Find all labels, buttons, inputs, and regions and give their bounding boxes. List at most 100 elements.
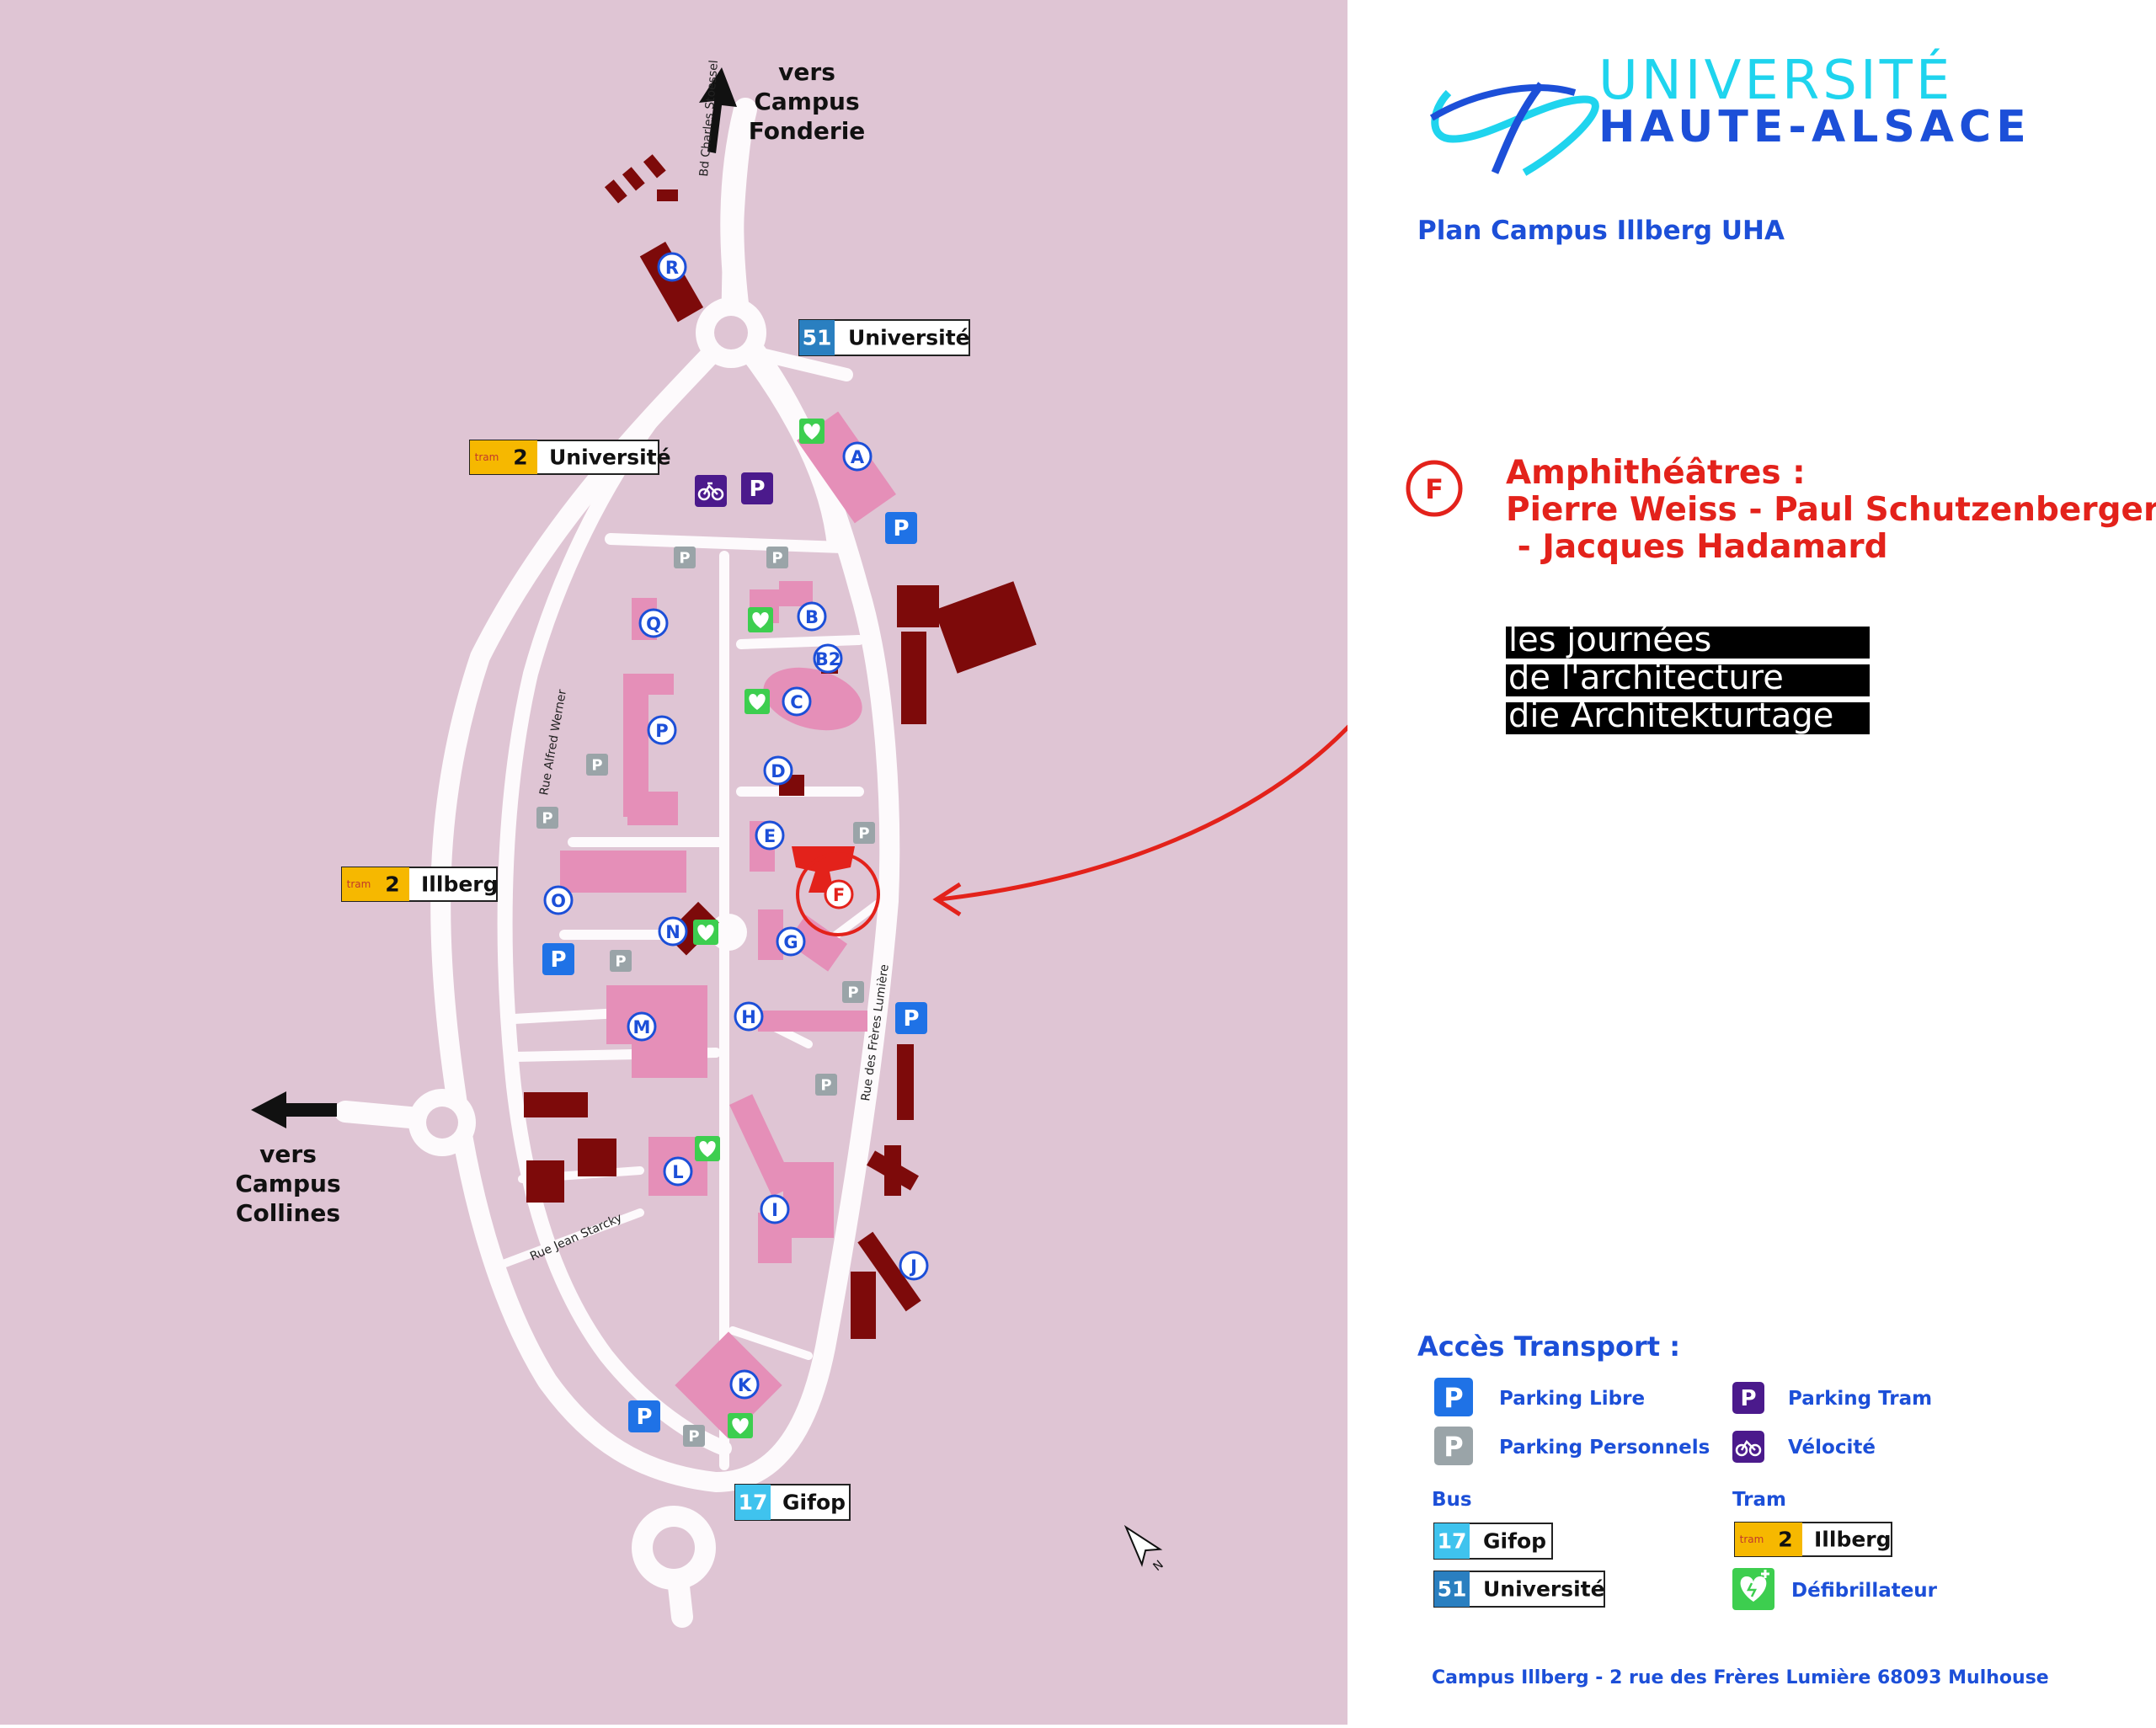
svg-text:Illberg: Illberg — [1814, 1528, 1892, 1552]
building-label-q[interactable]: Q — [638, 608, 669, 638]
building-label-j[interactable]: J — [899, 1251, 929, 1281]
stop-tram-2-universite[interactable]: tram 2 Université — [469, 440, 671, 475]
svg-text:P: P — [903, 1006, 919, 1032]
building-label-g[interactable]: G — [776, 926, 806, 957]
svg-text:2: 2 — [513, 445, 527, 470]
svg-text:P: P — [858, 825, 869, 843]
svg-text:Fonderie: Fonderie — [749, 117, 866, 145]
svg-text:B2: B2 — [815, 649, 841, 669]
building-label-h[interactable]: H — [734, 1001, 764, 1032]
parking-tram-marker[interactable]: P — [741, 472, 773, 504]
defibrillator-marker[interactable] — [693, 920, 718, 945]
svg-text:P: P — [771, 550, 782, 568]
defibrillator-marker[interactable] — [744, 689, 770, 714]
parking-libre-marker[interactable]: P — [542, 943, 574, 975]
stop-tram-2-illberg[interactable]: tram 2 Illberg — [341, 867, 499, 902]
svg-text:51: 51 — [1438, 1577, 1467, 1602]
building-label-p[interactable]: P — [647, 715, 677, 745]
svg-text:P: P — [679, 550, 690, 568]
svg-text:Amphithéâtres :: Amphithéâtres : — [1506, 454, 1806, 492]
parking-libre-marker[interactable]: P — [895, 1002, 927, 1034]
svg-text:P: P — [1444, 1431, 1463, 1463]
svg-text:Bus: Bus — [1432, 1489, 1472, 1511]
building-label-f[interactable]: F — [824, 879, 854, 909]
parking-personnels-marker[interactable]: P — [610, 950, 632, 972]
svg-text:P: P — [591, 757, 602, 775]
parking-personnels-marker[interactable]: P — [853, 822, 875, 844]
parking-personnels-marker[interactable]: P — [586, 754, 608, 776]
building-label-l[interactable]: L — [663, 1156, 693, 1187]
svg-text:51: 51 — [803, 326, 832, 350]
parking-personnels-marker[interactable]: P — [536, 807, 558, 829]
svg-text:R: R — [665, 258, 679, 278]
building-label-i[interactable]: I — [760, 1194, 790, 1224]
building-label-n[interactable]: N — [658, 916, 688, 947]
svg-text:P: P — [550, 947, 566, 973]
defibrillator-marker[interactable] — [748, 607, 773, 632]
building-label-k[interactable]: K — [729, 1369, 760, 1400]
building-label-d[interactable]: D — [763, 755, 793, 786]
stop-bus-17-gifop[interactable]: 17 Gifop — [734, 1484, 851, 1521]
svg-text:K: K — [738, 1375, 752, 1395]
transport-legend: Accès Transport : P Parking Libre P Park… — [1417, 1331, 1938, 1610]
parking-personnels-marker[interactable]: P — [674, 547, 696, 568]
svg-text:Vélocité: Vélocité — [1788, 1437, 1876, 1459]
defibrillator-marker[interactable] — [799, 419, 825, 444]
parking-libre-marker[interactable]: P — [885, 512, 917, 544]
svg-text:HAUTE-ALSACE: HAUTE-ALSACE — [1598, 102, 2031, 152]
building-label-c[interactable]: C — [782, 686, 812, 717]
svg-text:Pierre Weiss - Paul Schutzenbe: Pierre Weiss - Paul Schutzenberger — [1506, 491, 2156, 529]
svg-text:les journées: les journées — [1508, 621, 1711, 659]
building-label-b2[interactable]: B2 — [813, 643, 843, 674]
svg-text:2: 2 — [1778, 1528, 1792, 1552]
svg-text:die Architekturtage: die Architekturtage — [1508, 696, 1833, 735]
svg-text:P: P — [847, 984, 858, 1002]
svg-text:Illberg: Illberg — [421, 872, 499, 897]
svg-text:Parking Personnels: Parking Personnels — [1499, 1437, 1710, 1459]
svg-text:vers: vers — [259, 1140, 317, 1168]
building-label-e[interactable]: E — [755, 820, 785, 851]
svg-text:Gifop: Gifop — [1483, 1529, 1546, 1554]
building-label-r[interactable]: R — [657, 252, 687, 282]
svg-text:2: 2 — [385, 872, 399, 897]
svg-text:Campus: Campus — [235, 1170, 340, 1197]
svg-text:M: M — [633, 1017, 651, 1037]
svg-text:P: P — [542, 810, 552, 828]
svg-text:Gifop: Gifop — [782, 1491, 846, 1515]
defibrillator-marker[interactable] — [728, 1413, 753, 1438]
campus-address: Campus Illberg - 2 rue des Frères Lumièr… — [1432, 1667, 2049, 1688]
svg-text:P: P — [1444, 1382, 1463, 1414]
svg-text:Université: Université — [549, 445, 671, 470]
svg-text:P: P — [749, 477, 765, 502]
building-label-o[interactable]: O — [543, 885, 574, 915]
amphitheatre-f-building — [792, 846, 855, 893]
direction-west: vers Campus Collines — [235, 1091, 341, 1227]
amphitheatre-highlight-ring[interactable] — [796, 852, 880, 936]
building-label-a[interactable]: A — [842, 441, 873, 472]
north-indicator: N — [1123, 1524, 1166, 1574]
journees-architecture-logo: les journées de l'architecture die Archi… — [1506, 621, 1870, 735]
building-label-b[interactable]: B — [797, 601, 827, 632]
svg-text:Parking Libre: Parking Libre — [1499, 1388, 1645, 1410]
building-label-m[interactable]: M — [627, 1011, 657, 1042]
svg-text:L: L — [672, 1162, 683, 1182]
parking-personnels-marker[interactable]: P — [766, 547, 788, 568]
stop-bus-51-universite[interactable]: 51 Université — [798, 319, 970, 356]
info-panel: UNIVERSITÉ HAUTE-ALSACE Plan Campus Illb… — [1348, 0, 2156, 1725]
parking-libre-marker[interactable]: P — [628, 1400, 660, 1432]
svg-text:- Jacques Hadamard: - Jacques Hadamard — [1506, 528, 1888, 566]
velocite-marker[interactable] — [695, 475, 727, 507]
defibrillator-legend-icon — [1732, 1568, 1774, 1610]
parking-personnels-marker[interactable]: P — [842, 981, 864, 1003]
svg-text:A: A — [851, 447, 865, 467]
parking-personnels-marker[interactable]: P — [815, 1074, 837, 1096]
svg-text:H: H — [741, 1007, 756, 1027]
svg-text:P: P — [688, 1428, 699, 1446]
defibrillator-marker[interactable] — [695, 1136, 720, 1161]
svg-text:P: P — [820, 1077, 831, 1095]
svg-text:P: P — [655, 721, 668, 741]
parking-personnels-marker[interactable]: P — [683, 1425, 705, 1447]
svg-text:UNIVERSITÉ: UNIVERSITÉ — [1598, 48, 1953, 112]
campus-map[interactable]: vers Campus Fonderie vers Campus Colline… — [0, 0, 1433, 1725]
svg-text:Université: Université — [1483, 1577, 1605, 1602]
